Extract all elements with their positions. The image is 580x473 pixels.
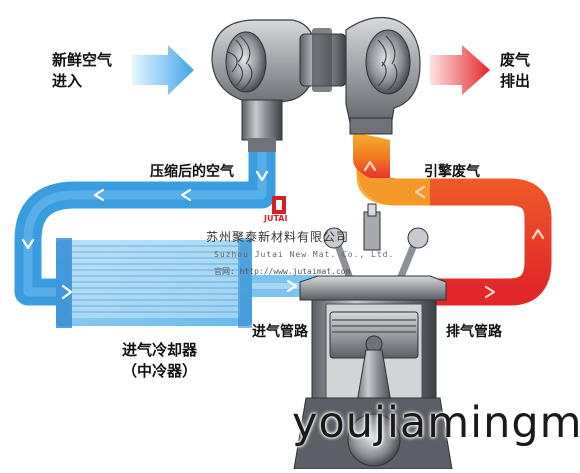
fresh-air-arrow — [132, 45, 194, 95]
fresh-air-line2: 进入 — [52, 72, 83, 90]
exhaust-out-label: 废气 排出 — [500, 50, 530, 92]
intake-manifold-label: 进气管路 — [252, 324, 308, 340]
cold-flow-arrows — [21, 170, 298, 300]
fresh-air-label: 新鲜空气 进入 — [52, 50, 112, 92]
exhaust-out-line1: 废气 — [500, 51, 531, 69]
exhaust-out-line2: 排出 — [500, 72, 531, 90]
compressed-air-pipe — [14, 150, 276, 306]
footer-watermark: youjiamingm — [292, 398, 580, 448]
exhaust-manifold-label: 排气管路 — [446, 324, 502, 340]
watermark-company-cn: 苏州聚泰新材料有限公司 — [206, 230, 350, 244]
logo-text: JUTAI — [264, 214, 288, 223]
watermark-website: 官网: http://www.jutaimat.com — [214, 267, 351, 276]
jutai-logo — [272, 196, 286, 214]
fresh-air-line1: 新鲜空气 — [52, 51, 113, 69]
exhaust-pipe — [353, 132, 552, 306]
watermark-company-en: Suzhou Jutai New Mat. Co., Ltd. — [214, 250, 395, 259]
intercooler-line2: （中冷器） — [122, 362, 198, 380]
engine — [293, 203, 453, 470]
engine-exhaust-label: 引擎废气 — [424, 164, 480, 180]
intercooler — [56, 238, 252, 328]
intercooler-line1: 进气冷却器 — [122, 341, 198, 359]
intercooler-label: 进气冷却器 （中冷器） — [122, 340, 197, 382]
exhaust-out-arrow — [430, 45, 490, 95]
compressed-air-label: 压缩后的空气 — [150, 164, 234, 180]
hot-flow-arrows — [363, 160, 545, 299]
turbocharger — [211, 17, 421, 152]
